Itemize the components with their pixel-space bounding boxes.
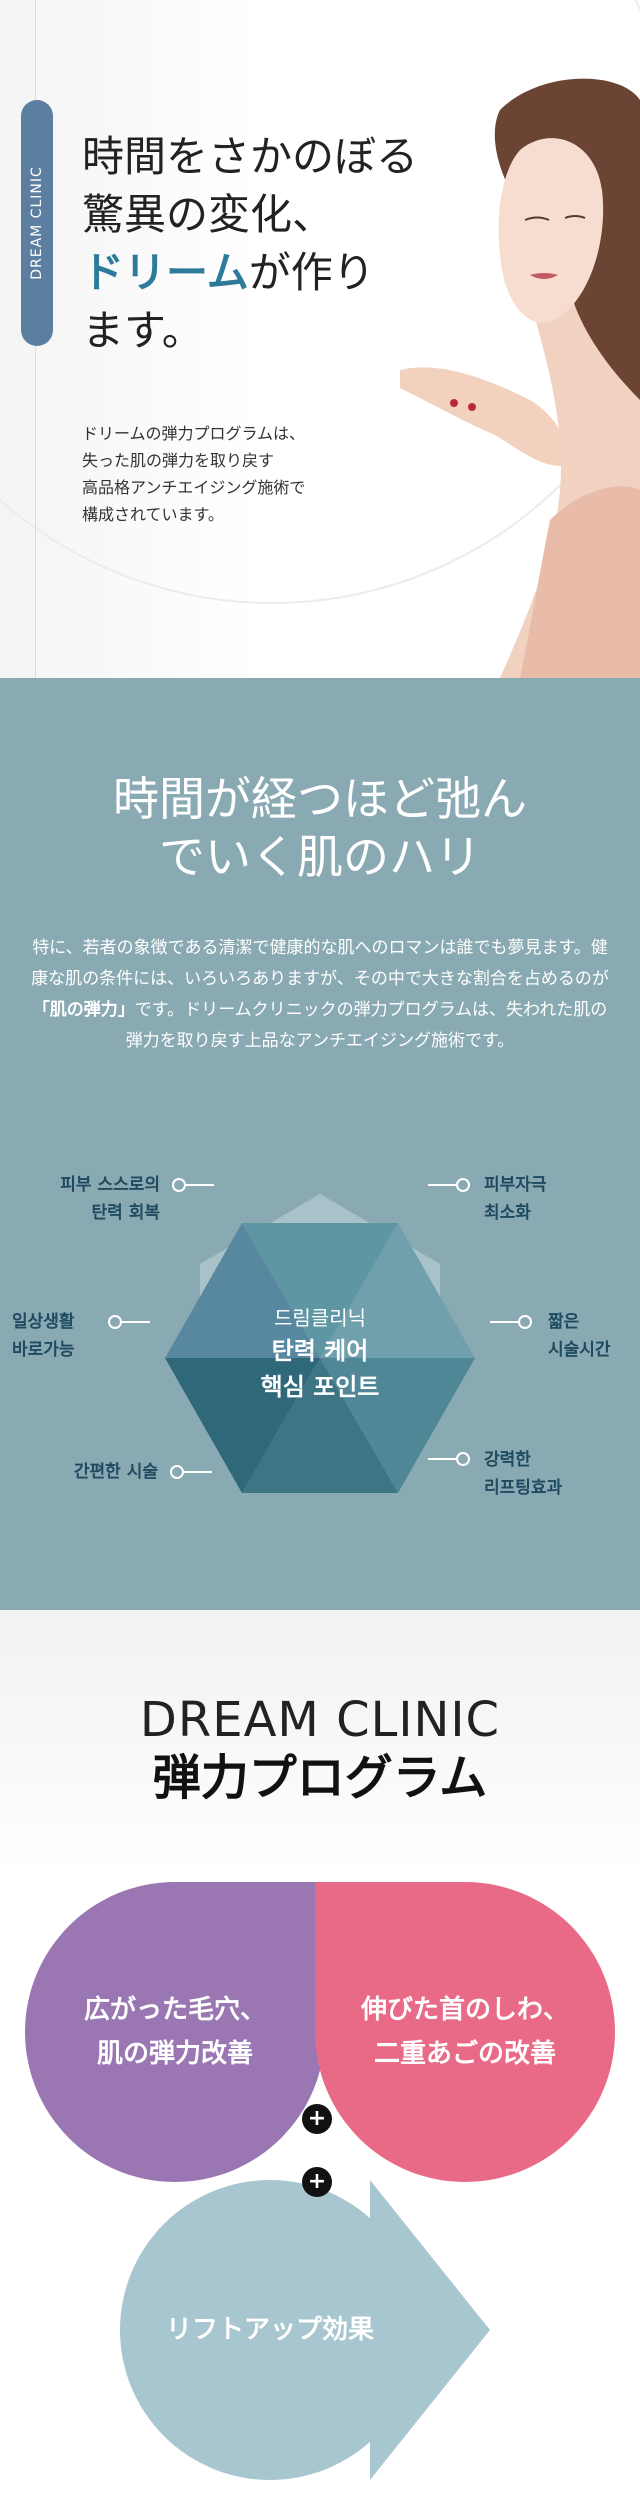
- section-description: 特に、若者の象徴である清潔で健康的な肌へのロマンは誰でも夢見ます。健康な肌の条件…: [30, 933, 610, 1057]
- hero-title-line-2: 驚異の変化、: [82, 190, 335, 239]
- plus-icon: +: [302, 2167, 332, 2197]
- feature-self-recovery: 피부 스스로의 탄력 회복: [50, 1171, 160, 1227]
- petal-text: リフトアップ効果: [165, 2315, 374, 2345]
- program-section: DREAM CLINIC 弾力プログラム 広がった毛穴、 肌の弾力改善 伸びた首…: [0, 1610, 640, 2501]
- feature-text: 탄력 회복: [91, 1203, 160, 1223]
- hero-desc-line: ドリームの弾力プログラムは、: [82, 424, 306, 443]
- section-title-line-2: でいく肌のハリ: [159, 830, 481, 884]
- feature-text: 간편한 시술: [73, 1462, 158, 1482]
- clinic-badge-label: DREAM CLINIC: [29, 166, 45, 280]
- petal-text: 二重あごの改善: [373, 2039, 556, 2069]
- connector-line: [428, 1178, 470, 1192]
- desc-emphasis: 「肌の弾力」: [32, 1000, 135, 1020]
- program-header-bg: [0, 1610, 640, 1870]
- hero-title: 時間をさかのぼる 驚異の変化、 ドリームが作り ます。: [82, 128, 418, 360]
- desc-text: 特に、若者の象徴である清潔で健康的な肌へのロマンは誰でも夢見ます。健康な肌の条件…: [31, 938, 609, 989]
- feature-lifting-effect: 강력한 리프팅효과: [484, 1446, 604, 1502]
- feature-text: 일상생활: [12, 1312, 75, 1332]
- feature-text: 짧은: [548, 1312, 580, 1332]
- connector-line: [490, 1315, 532, 1329]
- feature-text: 시술시간: [548, 1340, 611, 1360]
- hero-desc-line: 高品格アンチエイジング施術で: [82, 478, 306, 497]
- hexagon-core: [165, 1223, 475, 1493]
- clinic-badge: DREAM CLINIC: [21, 100, 53, 346]
- hexagon-label: 드림클리닉 탄력 케어 핵심 포인트: [220, 1303, 420, 1405]
- feature-text: 리프팅효과: [484, 1478, 563, 1498]
- feature-text: 피부 스스로의: [60, 1175, 160, 1195]
- hero-title-line-1: 時間をさかのぼる: [82, 132, 419, 181]
- feature-daily-life: 일상생활 바로가능: [12, 1308, 122, 1364]
- petal-text: 肌の弾力改善: [96, 2039, 253, 2069]
- program-name: 弾力プログラム: [152, 1750, 488, 1806]
- petal-text: 広がった毛穴、: [83, 1995, 266, 2025]
- connector-line: [428, 1452, 470, 1466]
- connector-line: [108, 1315, 150, 1329]
- plus-icon: +: [302, 2104, 332, 2134]
- hexagon-label-line-3: 핵심 포인트: [260, 1373, 380, 1401]
- hero-title-line-3: が作り: [248, 248, 375, 297]
- feature-text: 피부자극: [484, 1175, 547, 1195]
- hexagon-label-line-1: 드림클리닉: [274, 1306, 366, 1330]
- hexagon-diagram: [165, 1194, 475, 1493]
- hero-title-line-4: ます。: [82, 306, 204, 355]
- petal-pores: 広がった毛穴、 肌の弾力改善: [25, 1882, 325, 2182]
- petal-neck-wrinkles: 伸びた首のしわ、 二重あごの改善: [315, 1882, 615, 2182]
- feature-minimal-irritation: 피부자극 최소화: [484, 1171, 594, 1227]
- skin-elasticity-section: 時間が経つほど弛ん でいく肌のハリ 特に、若者の象徴である清潔で健康的な肌へのロ…: [0, 678, 640, 1610]
- feature-text: 최소화: [484, 1203, 531, 1223]
- connector-line: [172, 1178, 214, 1192]
- hexagon-label-line-2: 탄력 케어: [271, 1337, 369, 1365]
- hero-desc-line: 構成されています。: [82, 505, 224, 524]
- section-title-line-1: 時間が経つほど弛ん: [113, 772, 527, 826]
- feature-easy-procedure: 간편한 시술: [58, 1458, 158, 1486]
- hero-title-accent: ドリーム: [82, 248, 249, 297]
- hero-section: DREAM CLINIC 時間をさかのぼる 驚異の変化、 ドリームが作り ます。…: [0, 0, 640, 678]
- program-brand: DREAM CLINIC: [139, 1692, 501, 1748]
- petal-lift-up: リフトアップ効果: [120, 2180, 420, 2480]
- connector-line: [170, 1465, 212, 1479]
- hero-description: ドリームの弾力プログラムは、 失った肌の弾力を取り戻す 高品格アンチエイジング施…: [82, 420, 305, 528]
- feature-text: 바로가능: [12, 1340, 75, 1360]
- petal-text: 伸びた首のしわ、: [360, 1995, 569, 2025]
- woman-portrait-image: [400, 78, 640, 678]
- feature-text: 강력한: [484, 1450, 531, 1470]
- feature-short-time: 짧은 시술시간: [548, 1308, 640, 1364]
- desc-text: です。ドリームクリニックの弾力プログラムは、失われた肌の弾力を取り戻す上品なアン…: [125, 1000, 608, 1051]
- hero-desc-line: 失った肌の弾力を取り戻す: [82, 451, 275, 470]
- section-title: 時間が経つほど弛ん でいく肌のハリ: [0, 770, 640, 886]
